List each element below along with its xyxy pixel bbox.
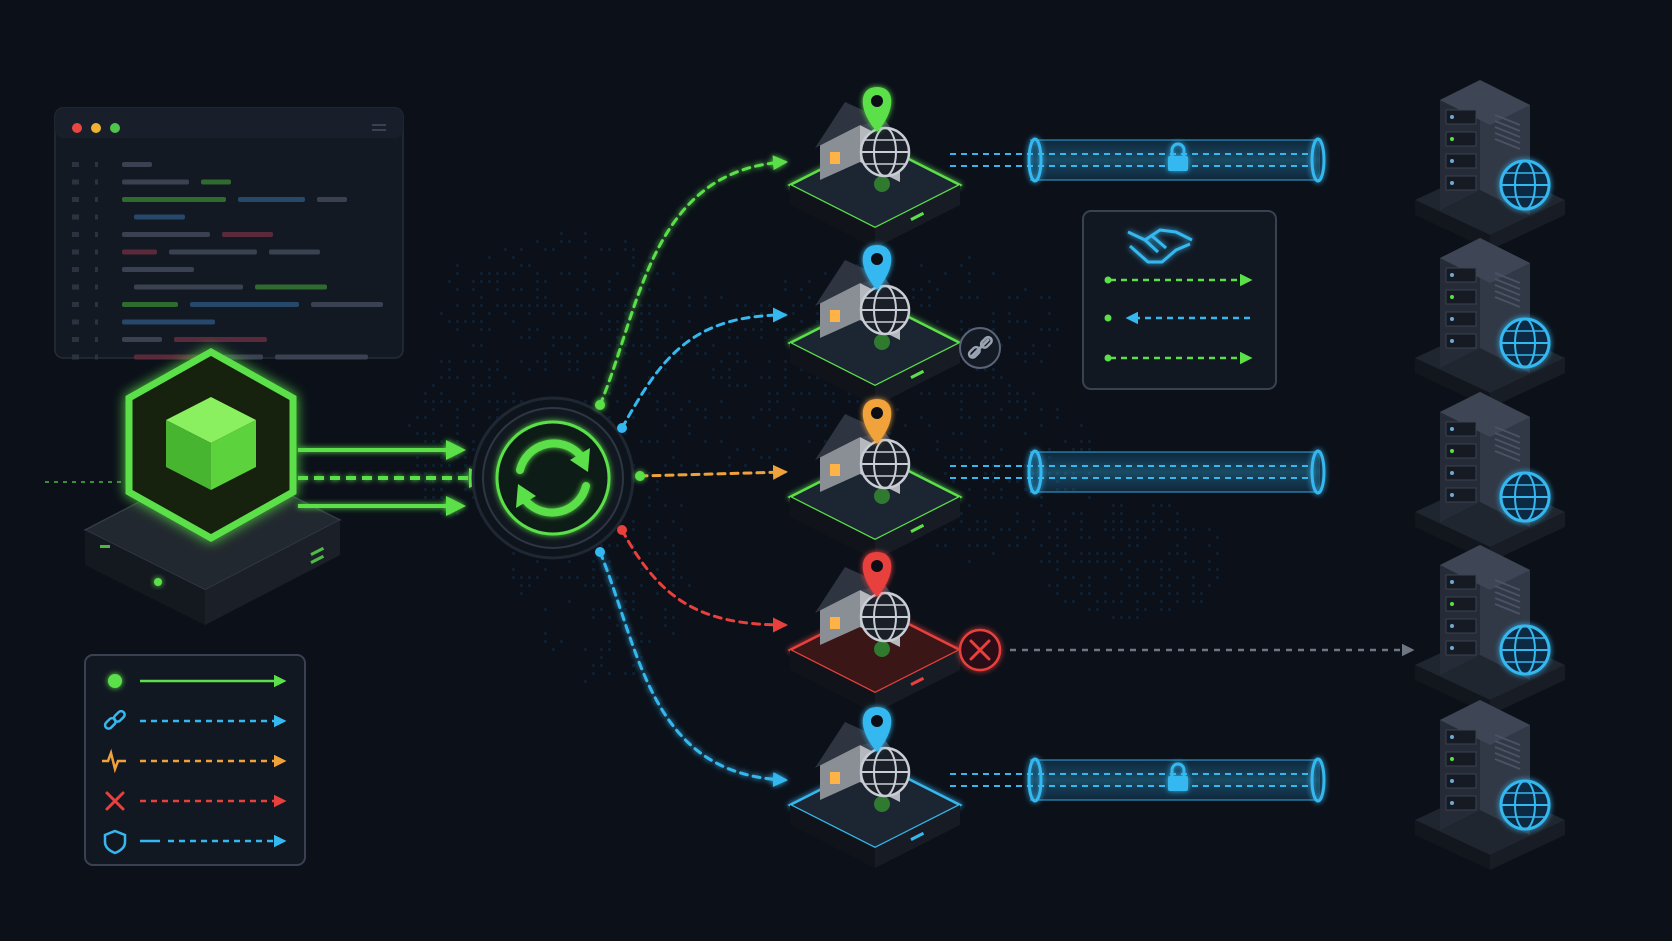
x-icon[interactable] bbox=[958, 628, 1002, 672]
maximize-dot-icon[interactable] bbox=[110, 123, 120, 133]
lock-icon bbox=[1168, 762, 1188, 791]
proxy-house-5[interactable] bbox=[787, 707, 963, 868]
route-3 bbox=[638, 464, 788, 480]
route-2 bbox=[620, 307, 788, 430]
legend-row-3 bbox=[102, 748, 287, 774]
handshake-panel bbox=[1082, 210, 1277, 390]
residential-proxies bbox=[787, 87, 963, 868]
route-1 bbox=[598, 155, 788, 407]
rotator-hub[interactable] bbox=[471, 396, 635, 560]
globe-icon bbox=[859, 284, 911, 336]
source-node bbox=[83, 347, 342, 625]
server-2[interactable] bbox=[1415, 238, 1565, 408]
encrypted-tunnel bbox=[950, 449, 1413, 495]
code-lines bbox=[72, 162, 383, 360]
globe-icon bbox=[1499, 471, 1551, 523]
location-pin-icon bbox=[862, 707, 892, 752]
server-4[interactable] bbox=[1415, 545, 1565, 715]
route-4 bbox=[620, 528, 788, 633]
globe-icon bbox=[859, 746, 911, 798]
legend-row-5 bbox=[103, 829, 287, 855]
server-5[interactable] bbox=[1415, 700, 1565, 870]
server-1[interactable] bbox=[1415, 80, 1565, 250]
code-editor-window bbox=[54, 107, 404, 360]
proxy-house-1[interactable] bbox=[787, 87, 963, 248]
source-to-rotator-links bbox=[298, 440, 489, 516]
location-pin-icon bbox=[862, 552, 892, 597]
minimize-dot-icon[interactable] bbox=[91, 123, 101, 133]
globe-icon bbox=[1499, 624, 1551, 676]
location-pin-icon bbox=[862, 245, 892, 290]
location-pin-icon bbox=[862, 399, 892, 444]
proxy-to-server-links bbox=[950, 137, 1415, 803]
handshake-icon bbox=[1127, 228, 1193, 264]
proxy-routes bbox=[598, 155, 788, 788]
x-icon bbox=[105, 791, 125, 811]
menu-icon[interactable] bbox=[372, 124, 386, 131]
server-3[interactable] bbox=[1415, 392, 1565, 562]
globe-icon bbox=[1499, 159, 1551, 211]
rotate-arrows-icon bbox=[516, 439, 590, 517]
handshake-link bbox=[959, 327, 1413, 369]
pulse-icon bbox=[102, 748, 126, 774]
encrypted-tunnel bbox=[950, 757, 1413, 803]
globe-icon bbox=[1499, 317, 1551, 369]
link-icon bbox=[103, 709, 126, 730]
lock-icon bbox=[1168, 142, 1188, 171]
target-servers bbox=[1415, 80, 1565, 870]
globe-icon bbox=[1499, 779, 1551, 831]
close-dot-icon[interactable] bbox=[72, 123, 82, 133]
proxy-house-2[interactable] bbox=[787, 245, 963, 406]
route-5 bbox=[598, 550, 788, 788]
globe-icon bbox=[859, 591, 911, 643]
handshake-exchange-rows bbox=[1110, 273, 1253, 365]
encrypted-tunnel bbox=[950, 137, 1413, 183]
proxy-house-4[interactable] bbox=[787, 552, 963, 713]
route-nodes bbox=[595, 400, 645, 557]
legend-row-2 bbox=[103, 709, 287, 730]
green-cube-icon bbox=[166, 397, 256, 490]
legend-row-1 bbox=[108, 674, 287, 688]
proxy-house-3[interactable] bbox=[787, 399, 963, 560]
shield-icon bbox=[103, 829, 127, 855]
link-icon[interactable] bbox=[959, 327, 1001, 369]
globe-icon bbox=[859, 438, 911, 490]
green-dot-icon bbox=[108, 674, 122, 688]
legend-panel bbox=[84, 654, 306, 866]
legend-row-4 bbox=[105, 791, 287, 811]
location-pin-icon bbox=[862, 87, 892, 132]
blocked-link bbox=[958, 628, 1415, 672]
globe-icon bbox=[859, 126, 911, 178]
